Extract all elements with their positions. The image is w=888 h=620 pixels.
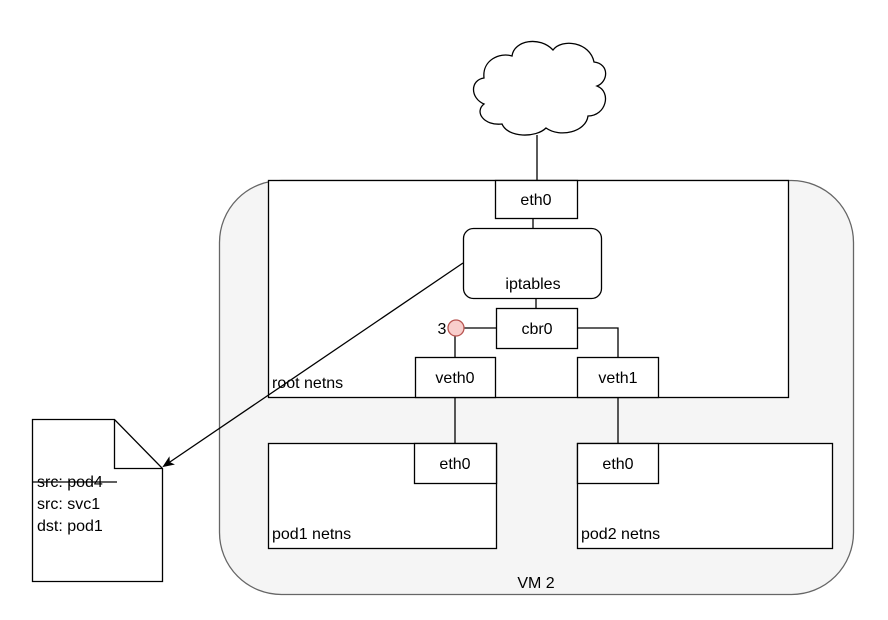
cbr0-veth1-link — [577, 327, 619, 357]
packet-line-3: dst: pod1 — [37, 518, 103, 535]
pod1-eth0-label: eth0 — [439, 456, 470, 473]
cbr0-label: cbr0 — [521, 321, 552, 338]
veth1-box — [576, 356, 660, 399]
step-marker-label: 3 — [438, 321, 447, 338]
pod1-eth0-box — [413, 442, 498, 485]
step-marker — [447, 319, 465, 337]
pod1-netns-label: pod1 netns — [272, 526, 351, 543]
cbr0-box — [495, 307, 579, 350]
pod2-eth0-label: eth0 — [602, 456, 633, 473]
vm-label: VM 2 — [517, 575, 554, 592]
iptables-label: iptables — [505, 276, 560, 293]
pod2-eth0-box — [576, 442, 660, 485]
veth0-label: veth0 — [435, 370, 474, 387]
internet-cloud-icon — [472, 40, 607, 136]
iptables-to-packet-arrow — [162, 262, 464, 468]
iptables-box — [462, 227, 603, 300]
root-eth0-box — [494, 179, 579, 220]
veth1-label: veth1 — [598, 370, 637, 387]
root-eth0-label: eth0 — [520, 192, 551, 209]
packet-line-2: src: svc1 — [37, 496, 100, 513]
root-netns-label: root netns — [272, 375, 343, 392]
veth0-box — [414, 356, 497, 399]
packet-document-icon — [31, 418, 164, 583]
pod2-netns-label: pod2 netns — [581, 526, 660, 543]
